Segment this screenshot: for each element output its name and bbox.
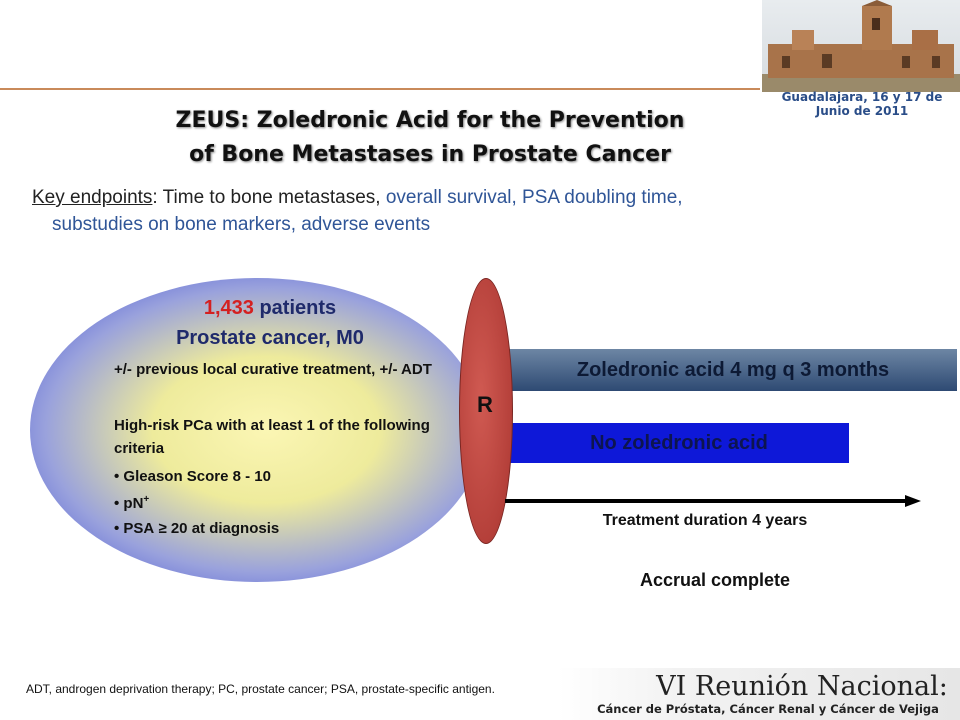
- bullet-pn-text: pN: [123, 495, 144, 512]
- endpoints-first: Time to bone metastases,: [162, 187, 381, 208]
- footnote: ADT, androgen deprivation therapy; PC, p…: [26, 682, 495, 696]
- castle-photo-icon: [762, 0, 960, 92]
- ge-symbol: ≥: [158, 520, 167, 537]
- population-summary: 1,433 patients Prostate cancer, M0: [120, 293, 420, 353]
- key-endpoints: Key endpoints: Time to bone metastases, …: [32, 184, 932, 238]
- bullet-gleason: • Gleason Score 8 - 10: [114, 468, 271, 485]
- endpoints-rest: overall survival, PSA doubling time,: [385, 187, 683, 208]
- endpoints-line-2: substudies on bone markers, adverse even…: [52, 214, 431, 235]
- slide-title: ZEUS: Zoledronic Acid for the Prevention…: [100, 104, 760, 172]
- arm-no-zoledronic-acid: No zoledronic acid: [509, 423, 849, 463]
- timeline-arrow-icon: [505, 495, 921, 507]
- title-line-2: of Bone Metastases in Prostate Cancer: [189, 142, 671, 167]
- treatment-duration: Treatment duration 4 years: [602, 512, 808, 529]
- bullet-pn: • pN+: [114, 494, 150, 512]
- accrual-status: Accrual complete: [639, 570, 791, 590]
- title-line-1: ZEUS: Zoledronic Acid for the Prevention: [175, 108, 685, 133]
- photo-caption: Guadalajara, 16 y 17 de Junio de 2011: [781, 90, 943, 118]
- criterion-high-risk: High-risk PCa with at least 1 of the fol…: [114, 417, 430, 457]
- population-ellipse: [30, 278, 484, 582]
- randomization-node: [459, 278, 513, 544]
- disease-label: Prostate cancer, M0: [176, 327, 364, 349]
- header-photo: [762, 0, 960, 92]
- endpoints-colon: :: [152, 187, 158, 208]
- conference-name: VI Reunión Nacional:: [656, 671, 948, 702]
- conference-subtitle: Cáncer de Próstata, Cáncer Renal y Cánce…: [597, 702, 939, 716]
- bullet-psa-threshold: 20 at diagnosis: [170, 520, 280, 537]
- randomization-label: R: [477, 392, 493, 417]
- criterion-local-treatment: +/- previous local curative treatment, +…: [114, 361, 432, 378]
- patient-count-line: 1,433 patients: [120, 293, 420, 323]
- patient-count-suffix: patients: [259, 297, 337, 319]
- pn-superscript: +: [143, 494, 150, 505]
- bullet-psa-text: PSA: [123, 520, 155, 537]
- header-divider: [0, 88, 760, 90]
- arm-zoledronic-acid: Zoledronic acid 4 mg q 3 months: [509, 349, 957, 391]
- bullet-gleason-text: Gleason Score 8 - 10: [123, 468, 271, 485]
- endpoints-lead: Key endpoints: [32, 187, 153, 208]
- conference-banner: [558, 668, 960, 720]
- patient-count: 1,433: [203, 297, 254, 319]
- bullet-psa: • PSA ≥ 20 at diagnosis: [114, 520, 280, 537]
